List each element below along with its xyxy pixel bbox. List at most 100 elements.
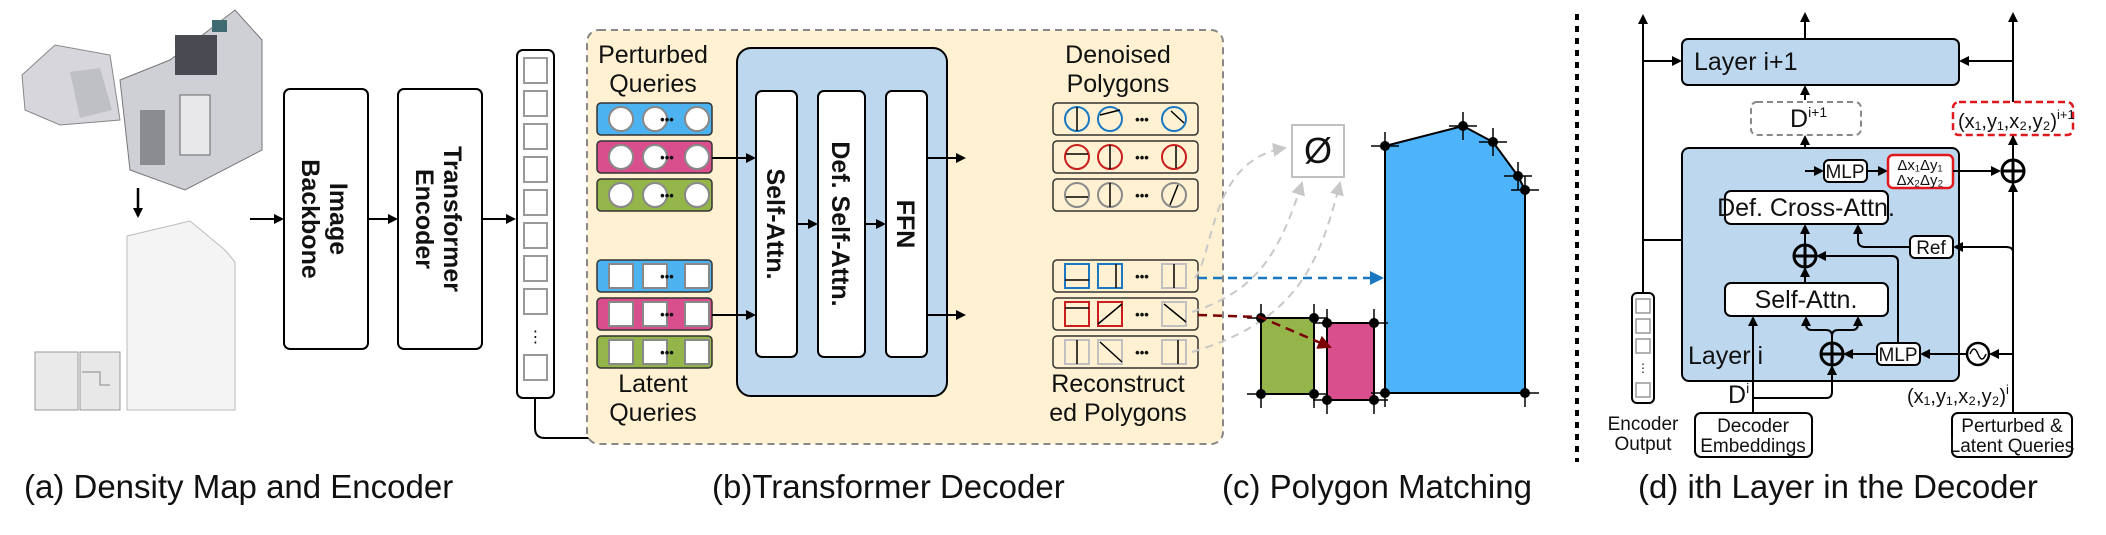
- token-cell: [523, 189, 548, 216]
- polygon-circle: [1064, 182, 1090, 208]
- svg-text:Backbone: Backbone: [296, 159, 324, 279]
- ellipsis: •••: [660, 150, 674, 165]
- polygon-square: [1097, 301, 1123, 327]
- polygon-square: [1161, 301, 1187, 327]
- latent-query-row: •••: [596, 259, 713, 293]
- query-circle: [684, 106, 710, 132]
- token-cell: [523, 288, 548, 315]
- transformer-encoder-label: Transformer: [438, 146, 466, 292]
- ellipsis: •••: [660, 112, 674, 127]
- pink-room-polygon: [1326, 322, 1375, 401]
- no-match-arrow: [1191, 181, 1344, 353]
- d-next-box: [1750, 101, 1862, 136]
- reconstructed-polygon-row: •••: [1052, 297, 1199, 331]
- token-cell: [523, 57, 548, 84]
- polygon-circle: [1064, 144, 1090, 170]
- reconstructed-polygons-label: Reconstruct: [1051, 370, 1184, 398]
- reconstructed-polygon-row: •••: [1052, 335, 1199, 369]
- ellipsis: •••: [660, 345, 674, 360]
- caption-c: (c) Polygon Matching: [1222, 468, 1532, 505]
- decoder-embeddings-label: Decoder: [1717, 416, 1789, 437]
- encoder-output-label: Encoder: [1608, 414, 1679, 435]
- polygon-square: [1097, 339, 1123, 365]
- mlp-top-label: MLP: [1825, 162, 1864, 183]
- decoder-embeddings-box: [1694, 412, 1813, 458]
- encoder-output-token-column: ⋮: [1631, 292, 1655, 404]
- delta-line1: Δx₁Δy₁: [1897, 157, 1942, 174]
- blue-room-polygon: [1384, 124, 1526, 394]
- query-square: [684, 301, 710, 327]
- polygon-circle: [1161, 144, 1187, 170]
- mlp-bottom-label: MLP: [1878, 345, 1917, 366]
- svg-text:Latent Queries: Latent Queries: [1950, 436, 2075, 457]
- ellipsis: •••: [660, 188, 674, 203]
- ellipsis: •••: [660, 307, 674, 322]
- empty-set-box: [1291, 124, 1345, 178]
- token-cell: [523, 156, 548, 183]
- polygon-edge: [1170, 110, 1185, 124]
- polygon-edge: [1099, 109, 1121, 116]
- panel-a: Image Backbone Transformer Encoder ⋮ (a)…: [21, 9, 905, 505]
- token-cell: [523, 90, 548, 117]
- no-match-arrow: [1194, 142, 1287, 279]
- panel-c: Ø (c) Polygon Matching: [1191, 112, 1539, 505]
- latent-queries-label: Latent: [618, 370, 688, 398]
- perturbed-query-row: •••: [596, 102, 713, 136]
- query-circle: [608, 106, 634, 132]
- polygon-edge: [1099, 341, 1123, 363]
- red-match-arrow: [1197, 313, 1332, 349]
- perturbed-query-row: •••: [596, 178, 713, 212]
- queries-box: [1951, 412, 2073, 458]
- query-square: [684, 339, 710, 365]
- query-circle: [642, 144, 668, 170]
- polygon-square: [1064, 301, 1090, 327]
- layer-current-label: Layer i: [1688, 342, 1763, 370]
- token-cell: [523, 222, 548, 249]
- encoder-token-column: ⋮: [516, 49, 555, 399]
- panel-b: Perturbed Queries •••••••••••••••••• Lat…: [586, 29, 1224, 505]
- coords-current-label: (x₁,y₁,x₂,y₂)i: [1907, 382, 2009, 408]
- no-match-arrow: [1191, 181, 1305, 313]
- token-cell: [523, 354, 548, 381]
- self-attn-label: Self-Attn.: [1755, 286, 1858, 314]
- latent-query-row: •••: [596, 335, 713, 369]
- 3d-scan-image: [21, 9, 263, 191]
- polygon-circle: [1097, 106, 1123, 132]
- svg-text:Encoder: Encoder: [410, 169, 438, 269]
- ellipsis: •••: [1135, 188, 1149, 203]
- queries-label: Perturbed &: [1961, 416, 2063, 437]
- svg-text:Queries: Queries: [609, 70, 697, 98]
- density-map-image: [34, 220, 236, 411]
- ellipsis: •••: [1135, 345, 1149, 360]
- token-cell: [523, 255, 548, 282]
- query-square: [608, 263, 634, 289]
- polygon-square: [1161, 339, 1187, 365]
- token-cell: [523, 123, 548, 150]
- perturbed-query-row: •••: [596, 140, 713, 174]
- svg-text:Output: Output: [1614, 434, 1672, 455]
- d-next-label: Di+1: [1790, 104, 1827, 133]
- svg-text:Polygons: Polygons: [1067, 70, 1170, 98]
- layer-next-label: Layer i+1: [1694, 48, 1798, 76]
- svg-text:Queries: Queries: [609, 399, 697, 427]
- svg-text:Embeddings: Embeddings: [1700, 436, 1806, 457]
- query-circle: [684, 144, 710, 170]
- query-square: [608, 339, 634, 365]
- query-square: [642, 339, 668, 365]
- polygon-edge: [1097, 303, 1123, 325]
- empty-set-symbol: Ø: [1304, 130, 1332, 171]
- query-square: [642, 301, 668, 327]
- ffn-label: FFN: [891, 200, 919, 249]
- denoised-polygon-row: •••: [1052, 102, 1199, 136]
- ellipsis: •••: [1135, 150, 1149, 165]
- ellipsis: •••: [660, 269, 674, 284]
- polygon-square: [1097, 263, 1123, 289]
- ref-label: Ref: [1916, 238, 1946, 259]
- ellipsis: ⋮: [528, 329, 544, 346]
- query-square: [642, 263, 668, 289]
- image-backbone-label: Image: [324, 183, 352, 255]
- polygon-edge: [1163, 303, 1187, 323]
- denoised-polygon-row: •••: [1052, 140, 1199, 174]
- query-circle: [608, 182, 634, 208]
